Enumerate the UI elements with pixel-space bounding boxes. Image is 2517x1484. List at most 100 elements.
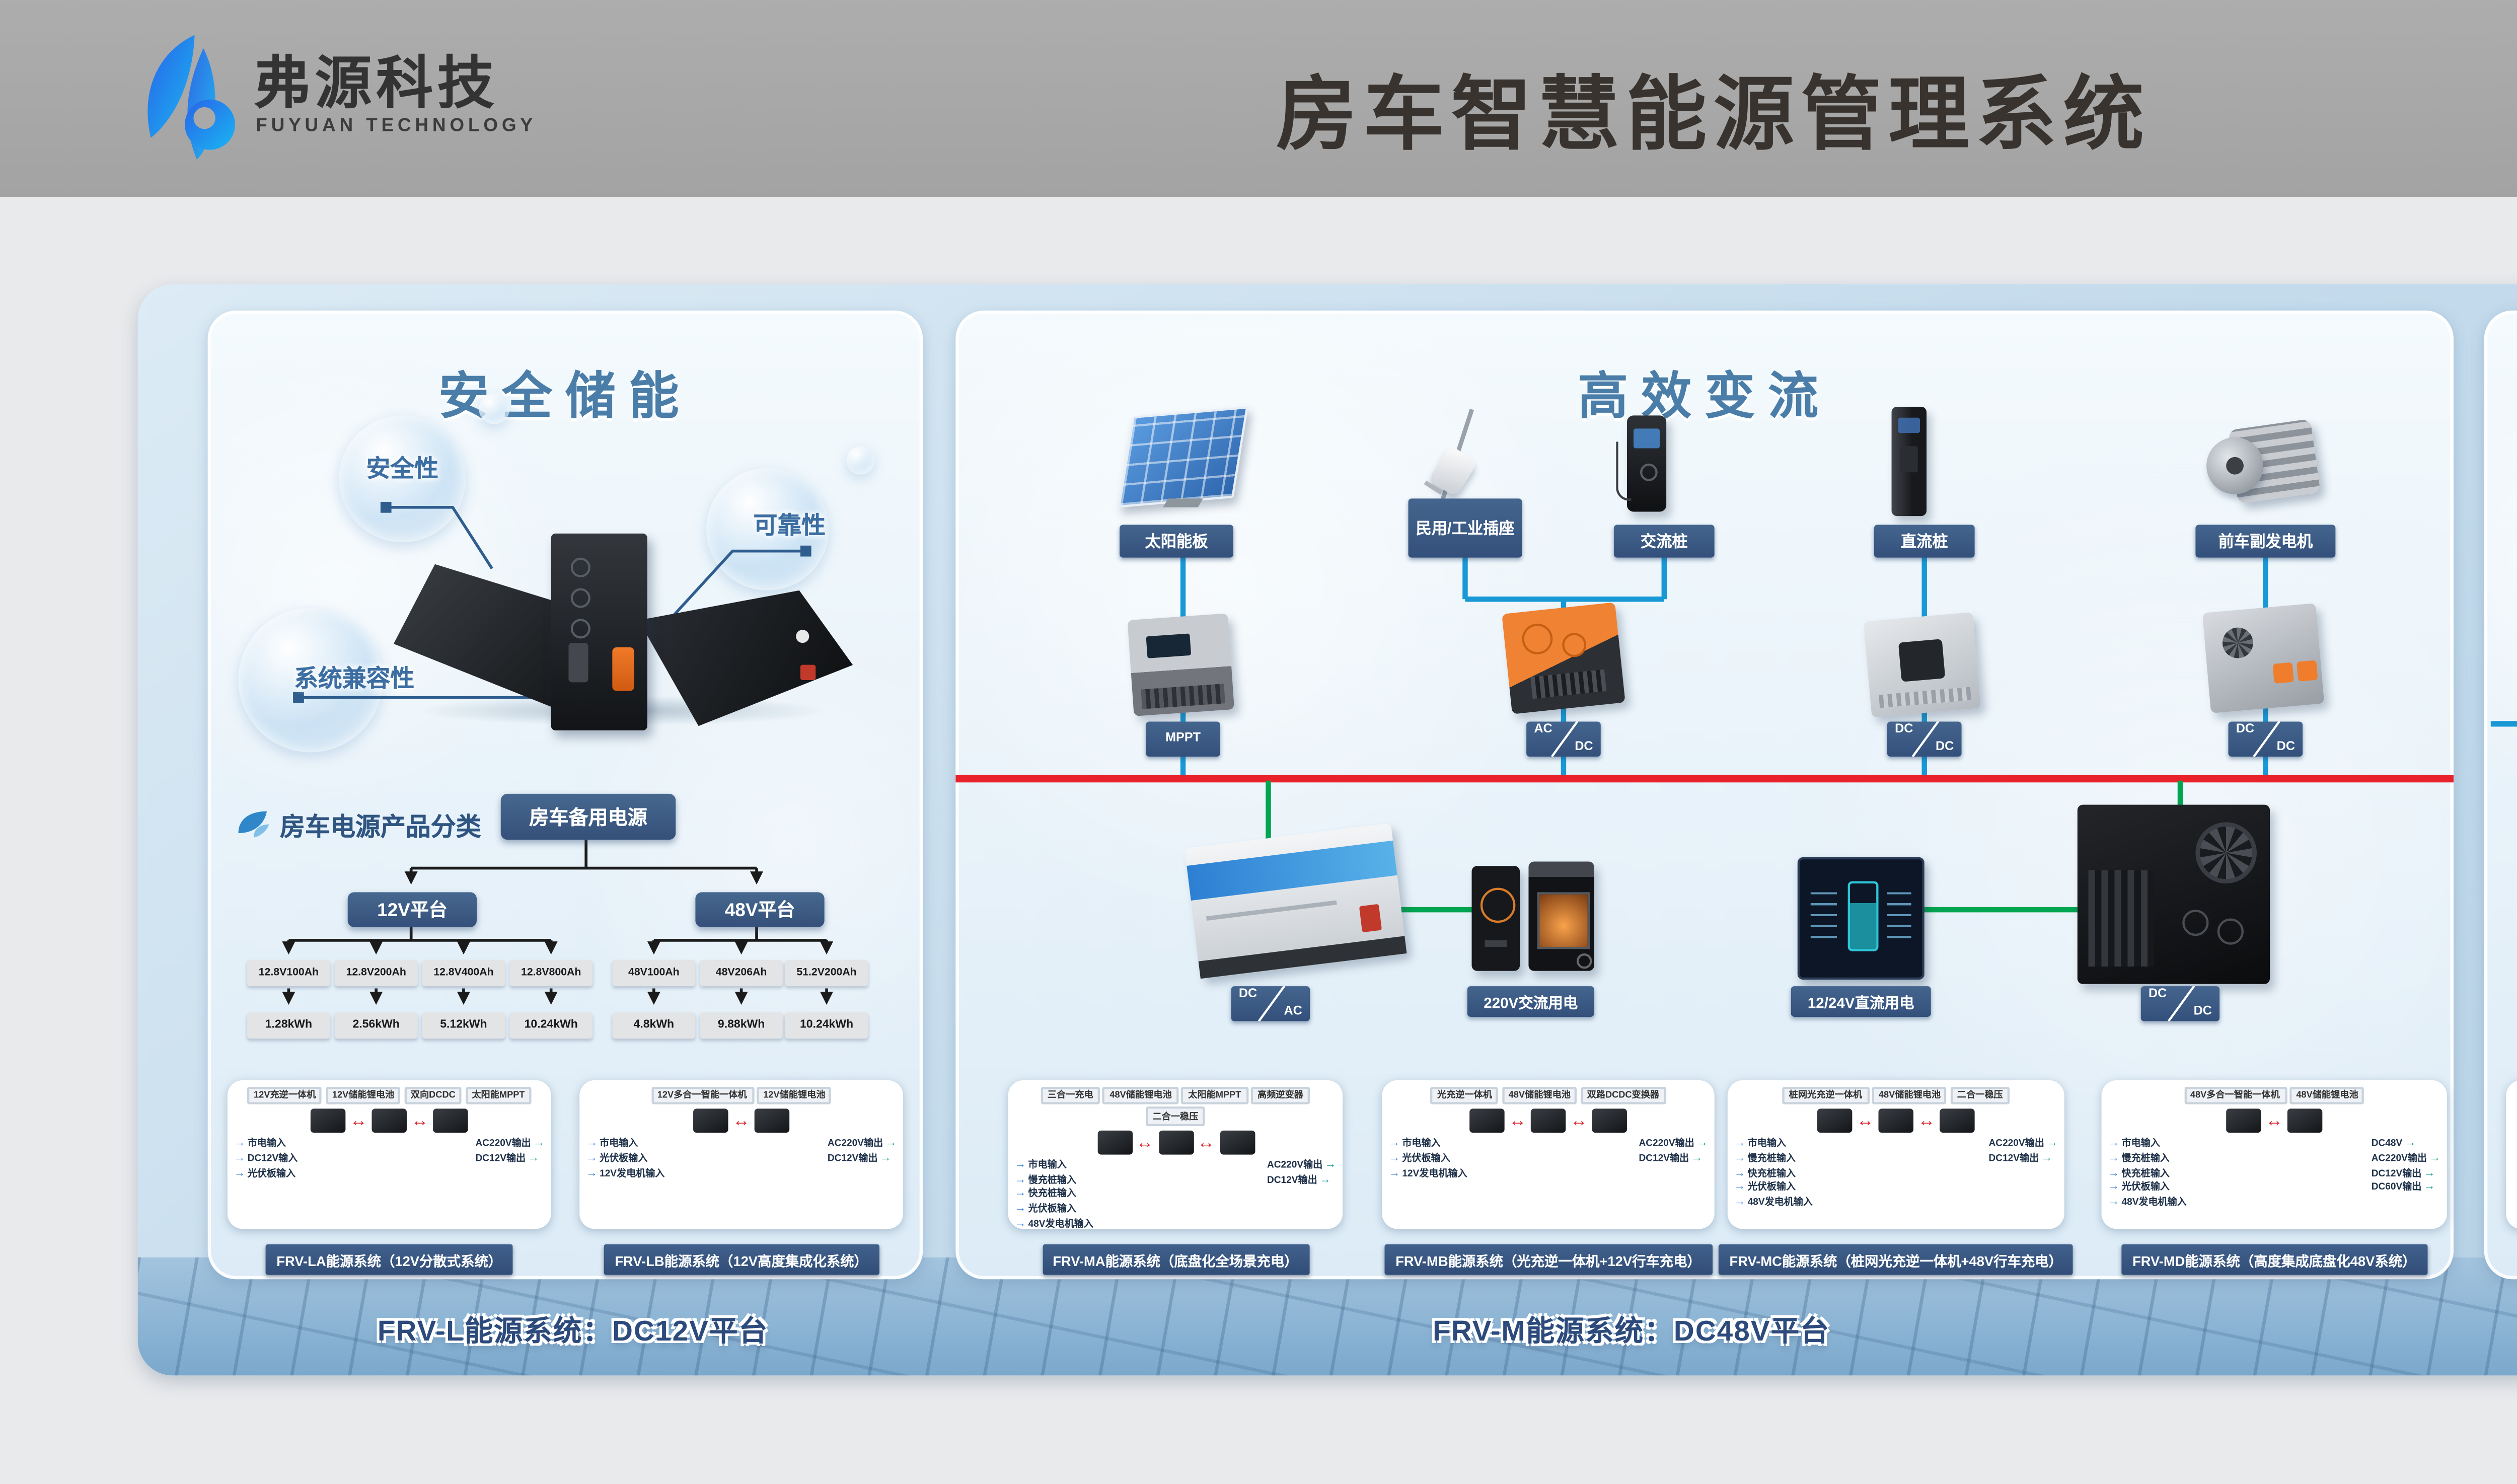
footer-label-frv-l: FRV-L能源系统：DC12V平台 (377, 1314, 769, 1347)
input-arrow-icon: → (1014, 1158, 1026, 1172)
dcdc-black-device-image (2077, 804, 2270, 984)
component-label: 双路DCDC变换器 (1580, 1085, 1666, 1104)
input-ports: →市电输入→光伏板输入→12V发电机输入 (1388, 1137, 1467, 1179)
bidirectional-arrow-icon: ↔ (1509, 1110, 1527, 1131)
battery-energy: 2.56kWh (334, 1012, 418, 1039)
component-label: 太阳能MPPT (465, 1085, 532, 1104)
device-thumb (2226, 1108, 2261, 1133)
input-port: →快充桩输入 (1014, 1188, 1076, 1202)
output-port: AC220V输出→ (1267, 1158, 1337, 1172)
dcdc2-device-image (2202, 603, 2325, 713)
battery-energy: 9.88kWh (700, 1012, 783, 1039)
output-arrow-icon: → (1691, 1151, 1703, 1165)
input-arrow-icon: → (1014, 1203, 1026, 1217)
input-arrow-icon: → (2108, 1166, 2120, 1180)
input-port: →市电输入 (1388, 1137, 1441, 1150)
battery-spec: 12.8V100Ah (247, 960, 330, 987)
device-thumb (310, 1108, 346, 1133)
device-thumb (1219, 1130, 1254, 1154)
component-label: 高频逆变器 (1250, 1085, 1310, 1104)
input-arrow-icon: → (1388, 1137, 1400, 1150)
device-thumb (1469, 1108, 1505, 1133)
input-arrow-icon: → (1734, 1166, 1746, 1180)
output-arrow-icon: → (2041, 1151, 2053, 1165)
input-ports: →市电输入→光伏板输入→12V发电机输入 (586, 1137, 664, 1179)
battery-spec: 12.8V800Ah (509, 960, 593, 987)
input-arrow-icon: → (1014, 1173, 1026, 1187)
component-label: 12V储能锂电池 (325, 1085, 401, 1104)
slash-divider (2167, 986, 2195, 1021)
battery-spec: 48V100Ah (612, 960, 696, 987)
card-devices: ↔↔ (228, 1108, 551, 1133)
system-caption: FRV-MD能源系统（高度集成底盘化48V系统） (2121, 1244, 2427, 1275)
device-thumb (693, 1108, 728, 1133)
device-thumb (1158, 1130, 1193, 1154)
battery-spec: 12.8V200Ah (334, 960, 418, 987)
component-label: 48V储能锂电池 (2289, 1085, 2365, 1104)
inverter-device-image (1185, 823, 1407, 979)
component-label: 48V储能锂电池 (1872, 1085, 1948, 1104)
page-title: 房车智慧能源管理系统 (1276, 70, 2151, 160)
component-label: 12V多合一智能一体机 (650, 1085, 754, 1104)
bidirectional-arrow-icon: ↔ (411, 1110, 429, 1131)
input-port: →光伏板输入 (1388, 1151, 1450, 1165)
slash-divider (1257, 986, 1285, 1021)
component-label: 桩网光充逆一体机 (1782, 1085, 1869, 1104)
classification-heading: 房车电源产品分类 (280, 815, 481, 842)
component-label: 二合一稳压 (1146, 1107, 1205, 1126)
output-arrow-icon: → (879, 1151, 892, 1165)
component-label: 太阳能MPPT (1181, 1085, 1248, 1104)
control-wires (2490, 721, 2517, 727)
input-port: →48V发电机输入 (1015, 1218, 1093, 1229)
output-port: DC12V输出→ (1639, 1151, 1703, 1165)
component-label: 12V储能锂电池 (757, 1085, 832, 1104)
output-port: DC12V输出→ (1988, 1151, 2053, 1165)
input-arrow-icon: → (1734, 1137, 1746, 1150)
input-port: →DC12V输入 (234, 1151, 298, 1165)
bidirectional-arrow-icon: ↔ (1857, 1110, 1874, 1131)
card-devices: ↔ (579, 1108, 903, 1133)
input-arrow-icon: → (2108, 1181, 2120, 1195)
storage-wires (282, 501, 834, 1005)
mppt-device-image (1127, 613, 1235, 716)
load-label-2: 12/24V直流用电 (1791, 986, 1931, 1017)
device-thumb (1878, 1108, 1913, 1133)
input-ports: →市电输入→慢充桩输入→快充桩输入→光伏板输入→48V发电机输入 (1015, 1159, 1093, 1229)
card-devices: ↔↔ (1728, 1108, 2064, 1133)
component-label: 12V充逆一体机 (247, 1085, 323, 1104)
battery-energy: 4.8kWh (612, 1012, 696, 1039)
card-ports: AC220V输出→DC12V输出→ (2506, 1133, 2517, 1165)
input-arrow-icon: → (234, 1151, 246, 1165)
input-arrow-icon: → (1734, 1151, 1746, 1165)
battery-spec: 12.8V400Ah (422, 960, 505, 987)
bidirectional-arrow-icon: ↔ (732, 1110, 750, 1131)
tree-root-backup-power: 房车备用电源 (500, 793, 676, 840)
feature-reliability: 可靠性 (753, 513, 826, 540)
poster-board: FRV-L能源系统：DC12V平台 FRV-M能源系统：DC48V平台 FRV-… (137, 284, 2517, 1376)
output-arrow-icon: → (1319, 1173, 1331, 1187)
panel-efficient-conversion: 高效变流 (955, 310, 2454, 1280)
fuyuan-logo-icon (147, 35, 235, 160)
output-port: DC48V→ (2371, 1137, 2416, 1150)
dcdc-device-image (1863, 612, 1981, 718)
panel-smart-control: 智慧管控 SOC 80% 54.8 (2484, 310, 2517, 1280)
system-caption: FRV-MB能源系统（光充逆一体机+12V行车充电） (1384, 1244, 1712, 1275)
output-port: DC60V输出→ (2371, 1181, 2435, 1195)
output-arrow-icon: → (528, 1151, 539, 1165)
output-port: AC220V输出→ (1988, 1137, 2058, 1150)
output-arrow-icon: → (533, 1137, 545, 1150)
input-port: →市电输入 (1734, 1137, 1787, 1150)
input-port: →快充桩输入 (1734, 1166, 1796, 1180)
